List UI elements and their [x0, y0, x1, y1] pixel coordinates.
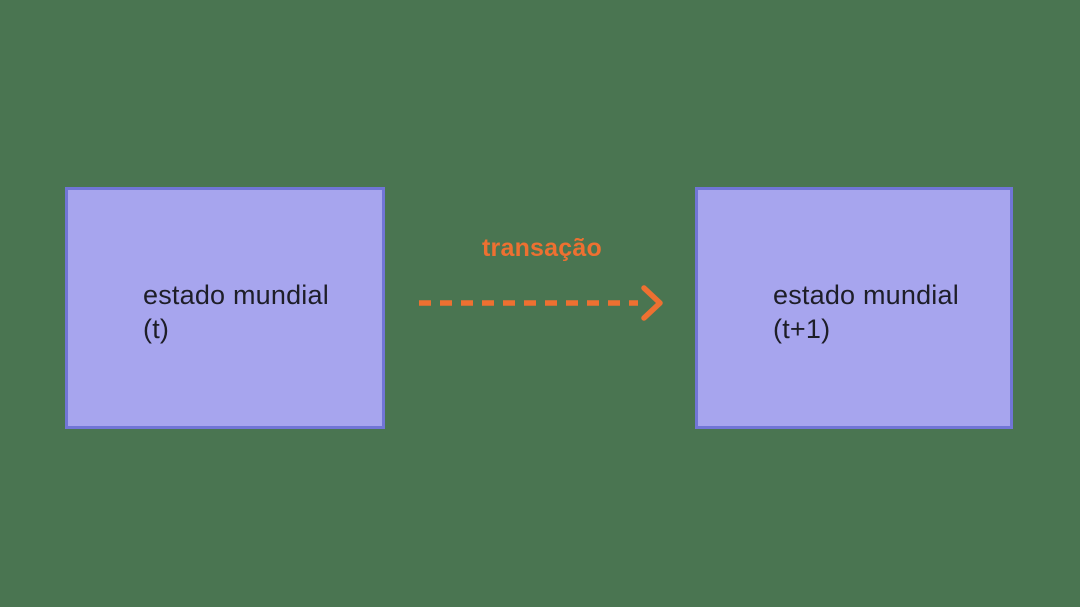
transaction-arrow-label: transação — [482, 234, 602, 262]
state-box-t-plus-1: estado mundial (t+1) — [695, 187, 1013, 429]
state-box-t-label-line1: estado mundial — [143, 280, 329, 310]
state-box-t-plus-1-label-line1: estado mundial — [773, 280, 959, 310]
state-box-t-plus-1-label-line2: (t+1) — [773, 314, 831, 344]
state-box-t-label-line2: (t) — [143, 314, 170, 344]
transaction-arrow-dashed-icon — [412, 283, 672, 323]
state-box-t: estado mundial (t) — [65, 187, 385, 429]
